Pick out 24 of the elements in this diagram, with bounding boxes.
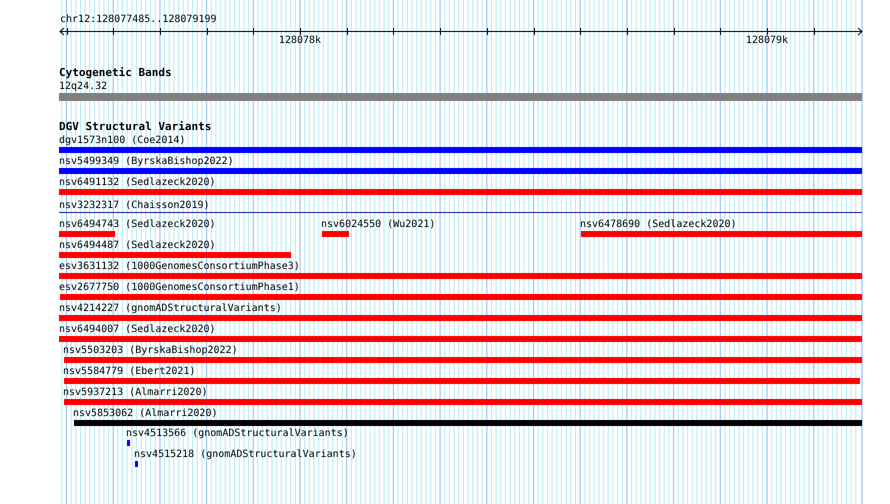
variant-label: nsv5937213 (Almarri2020) xyxy=(63,387,208,399)
variant-label: dgv1573n100 (Coe2014) xyxy=(59,135,186,147)
variant-label: esv3631132 (1000GenomesConsortiumPhase3) xyxy=(59,261,300,273)
variant-label: nsv5853062 (Almarri2020) xyxy=(73,408,218,420)
ruler-label: chr12:128077485..128079199 xyxy=(60,14,217,26)
variant-label: nsv3232317 (Chaisson2019) xyxy=(59,200,210,212)
variant-label: nsv6494487 (Sedlazeck2020) xyxy=(59,240,216,252)
variant-label: nsv6478690 (Sedlazeck2020) xyxy=(580,219,737,231)
variant-label: nsv5499349 (ByrskaBishop2022) xyxy=(59,156,234,168)
variant-label: nsv4515218 (gnomADStructuralVariants) xyxy=(134,449,357,461)
ruler-label: 128078k xyxy=(278,35,322,47)
variant-label: nsv5584779 (Ebert2021) xyxy=(63,366,196,378)
track-heading: Cytogenetic Bands xyxy=(59,67,172,79)
variant-label: nsv6494743 (Sedlazeck2020) xyxy=(59,219,216,231)
track-heading: DGV Structural Variants xyxy=(59,121,212,133)
variant-label: nsv6494007 (Sedlazeck2020) xyxy=(59,324,216,336)
variant-label: nsv4214227 (gnomADStructuralVariants) xyxy=(59,303,282,315)
variant-label: nsv6024550 (Wu2021) xyxy=(321,219,436,231)
ruler-label: 128079k xyxy=(746,35,788,47)
variant-label: nsv4513566 (gnomADStructuralVariants) xyxy=(126,428,349,440)
variant-label: esv2677750 (1000GenomesConsortiumPhase1) xyxy=(59,282,300,294)
band-label: 12q24.32 xyxy=(59,81,108,93)
variant-label: nsv5503203 (ByrskaBishop2022) xyxy=(63,345,238,357)
variant-label: nsv6491132 (Sedlazeck2020) xyxy=(59,177,216,189)
